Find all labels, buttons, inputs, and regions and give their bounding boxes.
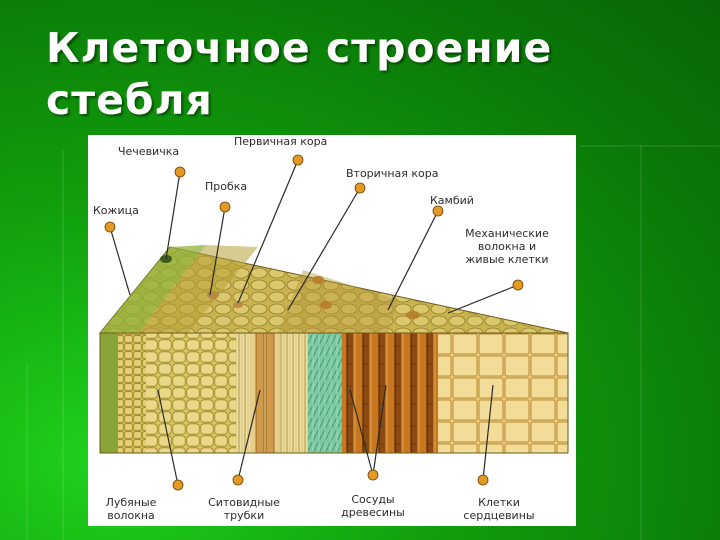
label-kambiy: Камбий — [430, 194, 474, 207]
label-lubyanye-volokna: Лубяные волокна — [90, 496, 172, 522]
label-lub-line-1: Лубяные — [105, 496, 157, 509]
label-sitovidnye-trubki: Ситовидные трубки — [188, 496, 300, 522]
label-mekh-line-2: волокна и — [477, 240, 537, 253]
label-lub-line-2: волокна — [107, 509, 155, 522]
label-sosudy-line-2: древесины — [341, 506, 405, 519]
label-mekh-line-3: живые клетки — [465, 253, 549, 266]
decorative-line — [26, 365, 28, 540]
label-mekh-line-1: Механические — [465, 227, 549, 240]
page-title: Клеточное строение стебля — [46, 22, 646, 126]
decorative-line — [580, 145, 720, 147]
label-vtorichnaya-kora: Вторичная кора — [346, 167, 439, 180]
label-mekhanicheskie-volokna: Механические волокна и живые клетки — [443, 227, 571, 266]
decorative-line — [640, 145, 642, 540]
label-sosudy-line-1: Сосуды — [351, 493, 395, 506]
label-kletki-serdtseviny: Клетки сердцевины — [446, 496, 552, 522]
label-sito-line-2: трубки — [223, 509, 265, 522]
stem-illustration — [98, 154, 569, 491]
label-sito-line-1: Ситовидные — [208, 496, 280, 509]
label-probka: Пробка — [205, 180, 248, 193]
label-kletki-line-1: Клетки — [478, 496, 520, 509]
label-chechevichka: Чечевичка — [118, 145, 180, 158]
label-pervichnaya-kora: Первичная кора — [234, 135, 328, 148]
stem-structure-diagram: Чечевичка Первичная кора Пробка Вторична… — [88, 135, 576, 526]
decorative-line — [62, 150, 64, 540]
label-sosudy-drevesiny: Сосуды древесины — [320, 493, 426, 519]
label-kozhitsa: Кожица — [93, 204, 139, 217]
label-kletki-line-2: сердцевины — [463, 509, 535, 522]
title-line-1: Клеточное строение — [46, 24, 553, 72]
title-line-2: стебля — [46, 76, 213, 124]
